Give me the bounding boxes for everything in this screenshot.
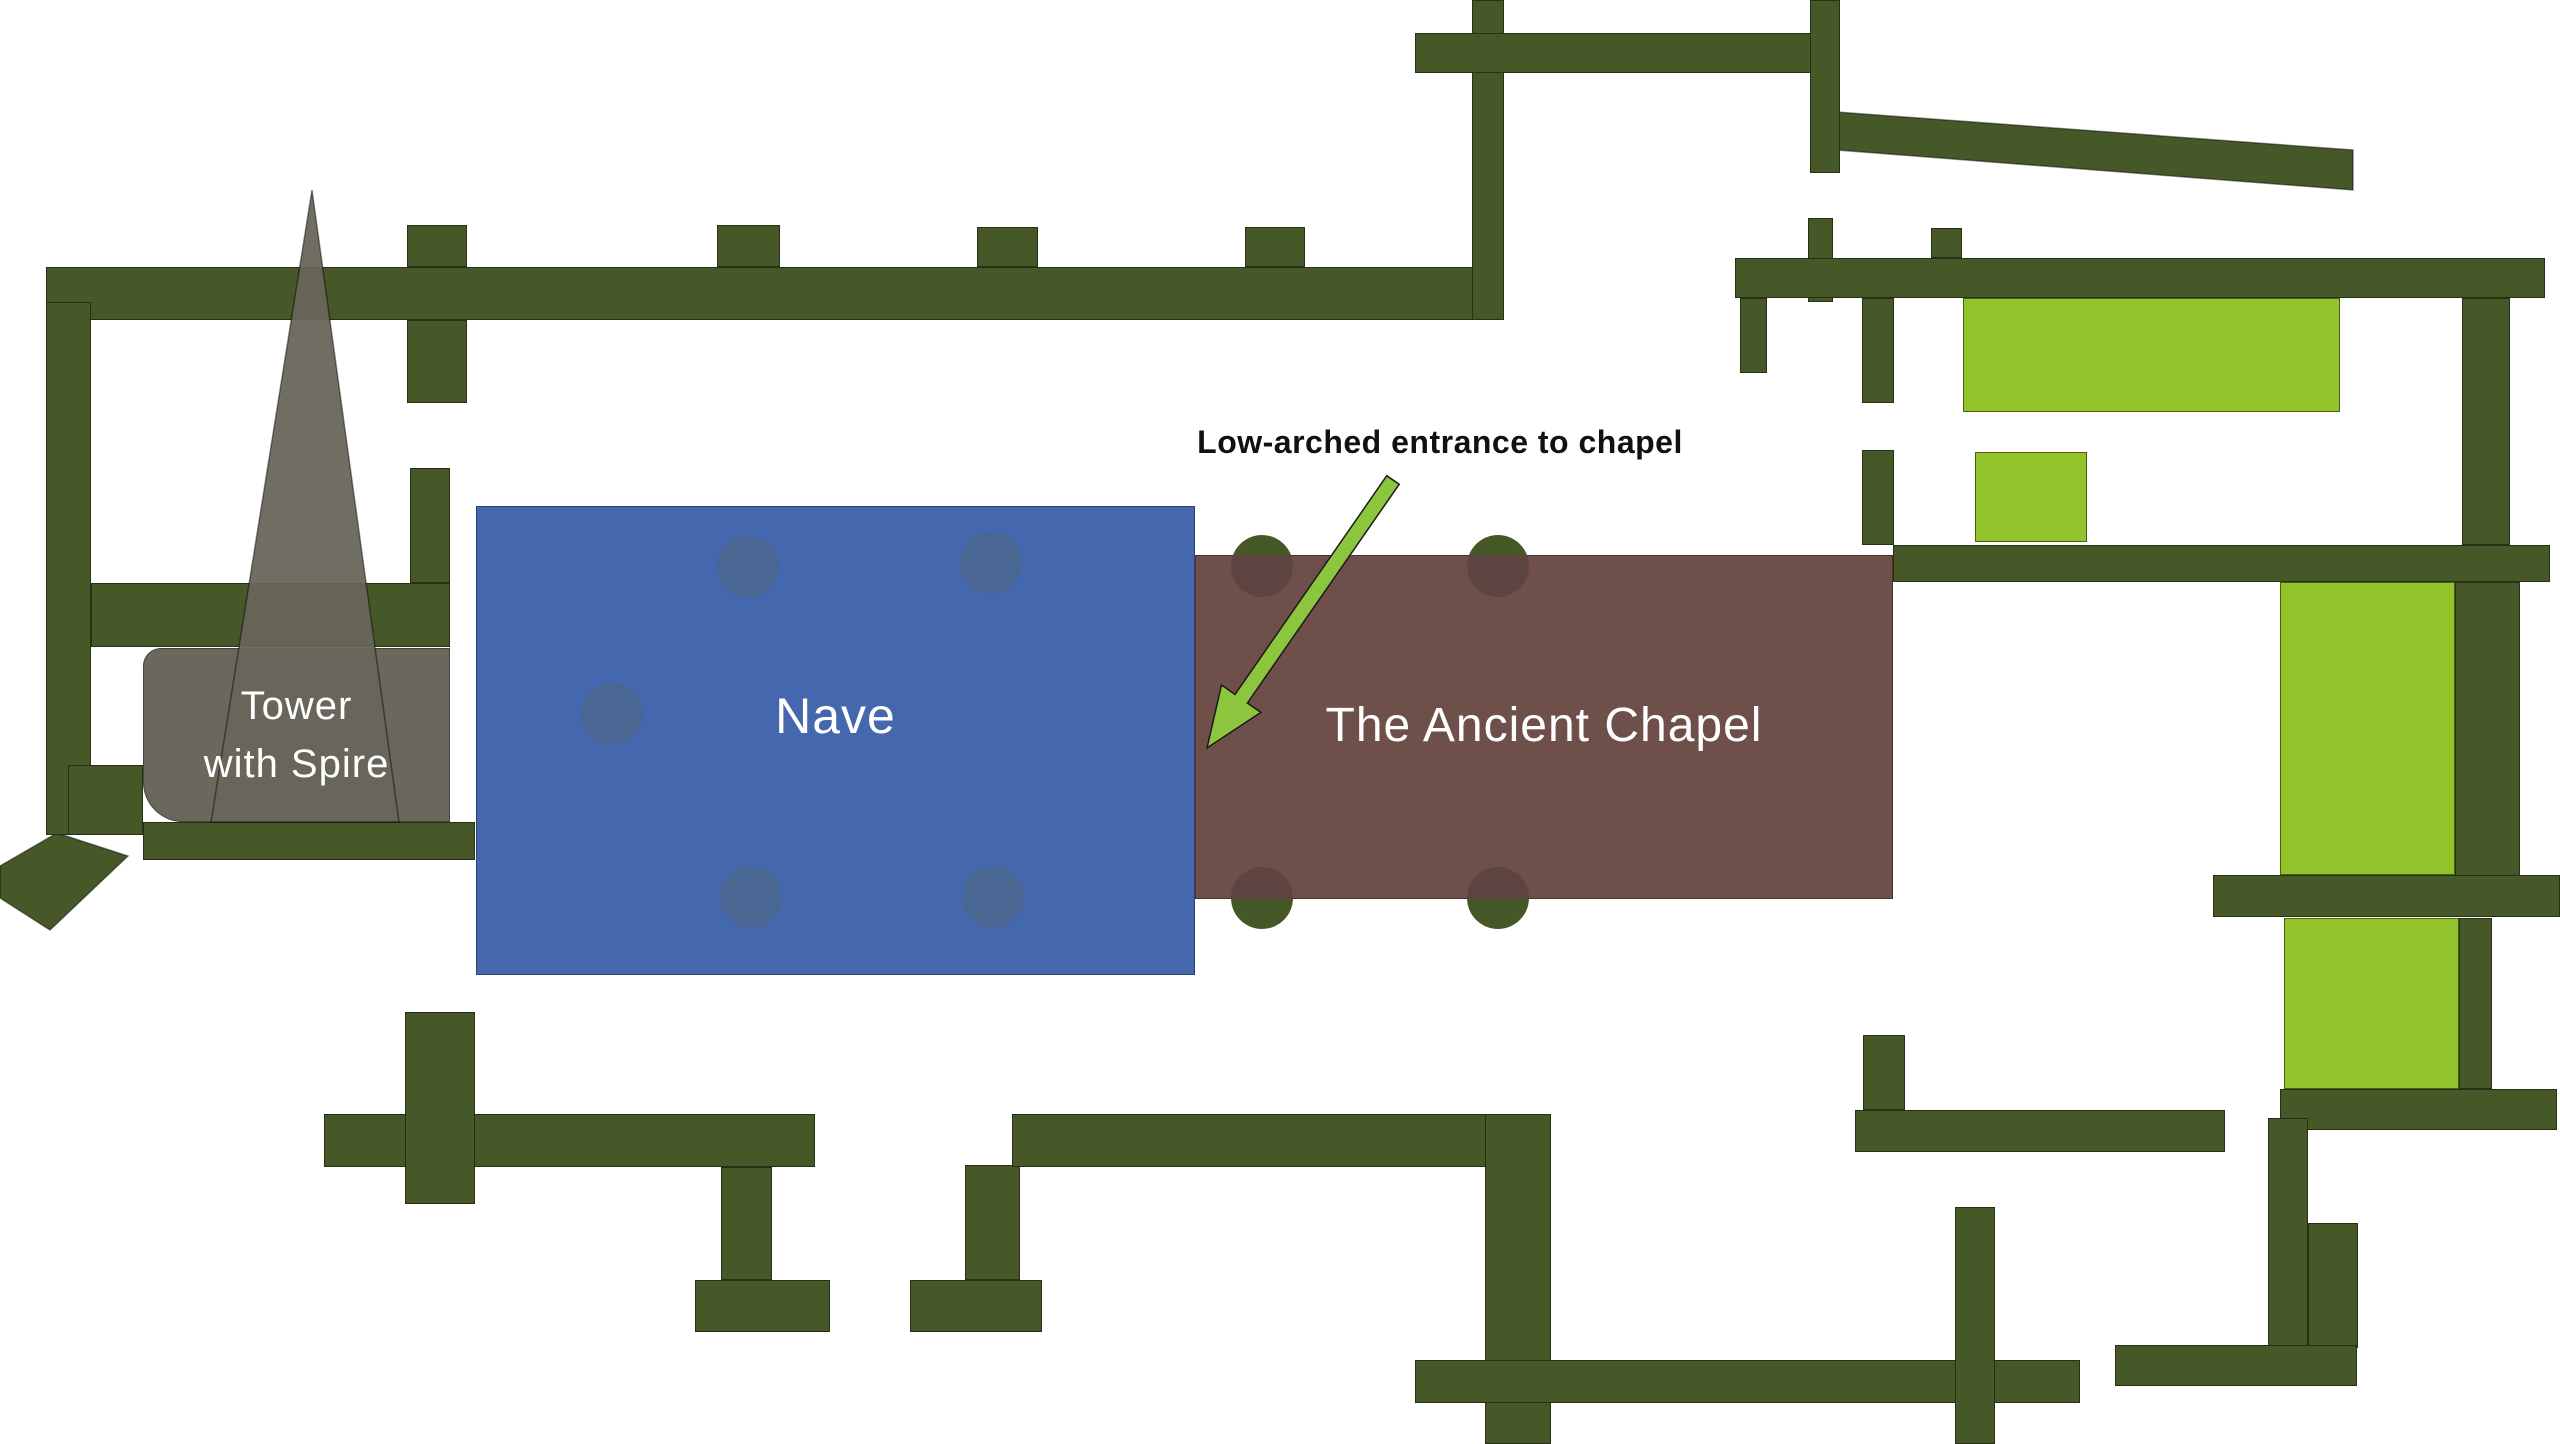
- wall-segment: [1955, 1207, 1995, 1444]
- wall-segment: [46, 267, 1504, 320]
- wall-segment: [1862, 298, 1894, 403]
- column-marker: [962, 866, 1024, 928]
- wall-segment: [407, 225, 467, 267]
- tower-label: Tower with Spire: [143, 648, 450, 822]
- wall-segment: [2280, 1089, 2557, 1130]
- nave-columns-group: [476, 506, 1195, 975]
- annotation-text: Low-arched entrance to chapel: [1197, 424, 1683, 460]
- wall-segment: [1735, 258, 2545, 298]
- wall-segment: [1862, 450, 1894, 545]
- wall-segment: [1012, 1114, 1550, 1167]
- annex-room: [1975, 452, 2087, 542]
- wall-segment: [46, 302, 91, 835]
- wall-segment: [721, 1167, 772, 1280]
- wall-segment: [1810, 0, 1840, 173]
- annex-room: [2280, 582, 2455, 875]
- wall-segment: [1245, 227, 1305, 267]
- porch-wall: [0, 832, 130, 931]
- annex-room: [1963, 298, 2340, 412]
- chapel-label: The Ancient Chapel: [1325, 699, 1763, 752]
- annex-room: [2284, 918, 2459, 1089]
- column-marker: [717, 536, 779, 598]
- column-marker: [581, 683, 643, 745]
- wall-segment: [977, 227, 1038, 267]
- wall-segment: [410, 468, 450, 583]
- wall-segment: [910, 1280, 1042, 1332]
- nave-label: Nave: [775, 688, 896, 744]
- wall-segment: [1740, 298, 1767, 373]
- wall-segment: [1863, 1035, 1905, 1110]
- wall-segment: [143, 822, 475, 860]
- wall-segment: [2213, 875, 2560, 917]
- wall-segment: [324, 1114, 815, 1167]
- wall-segment: [2115, 1345, 2357, 1386]
- wall-segment: [2459, 918, 2492, 1089]
- wall-segment: [1931, 228, 1962, 258]
- wall-segment: [405, 1012, 475, 1204]
- wall-segment: [2462, 298, 2510, 545]
- wall-segment: [717, 225, 780, 267]
- slanted-wall: [1836, 111, 2354, 191]
- wall-segment: [2455, 582, 2520, 880]
- wall-segment: [1893, 545, 2550, 582]
- wall-segment: [91, 583, 450, 647]
- wall-segment: [407, 320, 467, 403]
- wall-segment: [1415, 33, 1813, 73]
- tower-label-line2: with Spire: [203, 742, 390, 786]
- tower-label-line1: Tower: [240, 684, 353, 728]
- wall-segment: [1855, 1110, 2225, 1152]
- wall-segment: [965, 1165, 1020, 1280]
- wall-segment: [2308, 1223, 2358, 1348]
- wall-segment: [2268, 1118, 2308, 1348]
- column-marker: [720, 866, 782, 928]
- wall-segment: [695, 1280, 830, 1332]
- column-marker: [960, 532, 1022, 594]
- wall-segment: [68, 765, 143, 835]
